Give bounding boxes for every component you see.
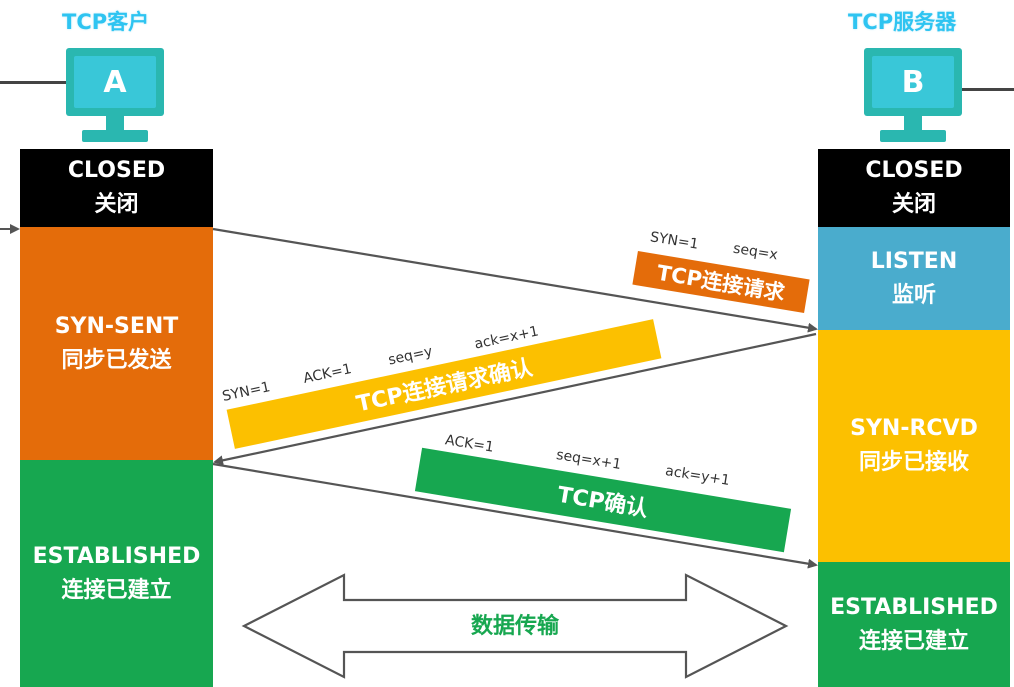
- client-letter: A: [103, 64, 127, 100]
- server-title: TCP服务器: [848, 10, 957, 34]
- syn-arrow: [212, 227, 818, 333]
- server-letter: B: [901, 64, 925, 100]
- syn-ack-arrow: [213, 332, 817, 466]
- client-computer-icon: A: [66, 48, 164, 144]
- server-network-line: [962, 88, 1014, 91]
- client-network-line: [0, 81, 66, 84]
- data-transfer-label: 数据传输: [470, 614, 559, 639]
- server-computer-icon: B: [864, 48, 962, 144]
- ack-arrow: [212, 462, 818, 569]
- data-transfer-double-arrow: [241, 573, 789, 679]
- client-title: TCP客户: [62, 10, 150, 34]
